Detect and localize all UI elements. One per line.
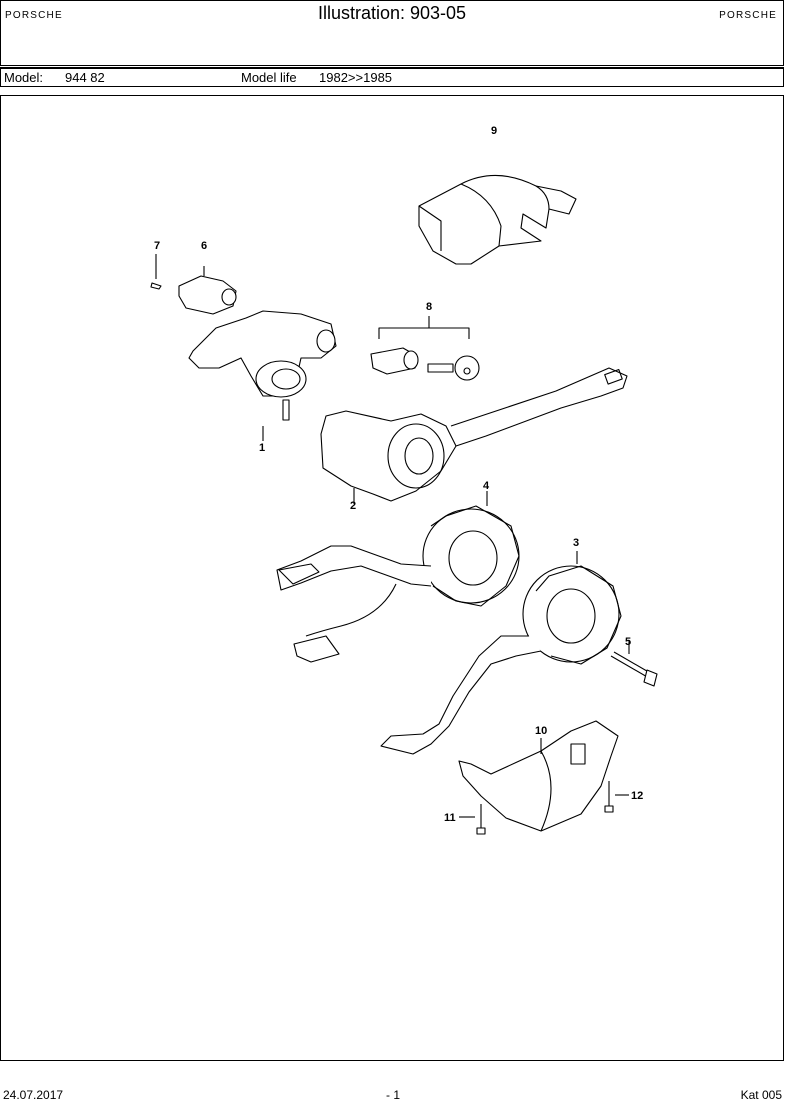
callout-2: 2: [350, 500, 356, 512]
part-12-screw: [604, 781, 629, 813]
footer-catalog: Kat 005: [740, 1088, 782, 1102]
callout-4: 4: [483, 480, 490, 492]
page-title: Illustration: 903-05: [317, 3, 467, 23]
footer-date: 24.07.2017: [3, 1088, 64, 1102]
part-9-upper-cover: [418, 174, 577, 265]
part-11-screw: [459, 804, 486, 835]
part-1-steering-lock: [188, 310, 337, 441]
model-life-value: 1982>>1985: [319, 70, 393, 85]
callout-7: 7: [154, 240, 160, 252]
callout-6: 6: [201, 240, 207, 252]
callout-10: 10: [535, 725, 547, 737]
part-3-headlight-switch: [380, 551, 622, 755]
part-4-turn-signal-switch: [276, 491, 520, 663]
callout-12: 12: [631, 790, 643, 802]
callout-3: 3: [573, 537, 579, 549]
diagram-canvas: 9 7 6 8 1 2 4 3 5 10 11 12: [150, 125, 658, 835]
part-8-lock-cylinder-key: [370, 316, 480, 381]
model-value: 944 82: [65, 70, 105, 85]
callout-11: 11: [444, 812, 456, 824]
part-5-bolt: [610, 641, 658, 687]
part-10-lower-cover: [458, 720, 619, 832]
part-2-wiper-switch: [320, 367, 628, 504]
callout-9: 9: [491, 125, 497, 137]
porsche-logo-right: PORSCHE: [719, 10, 777, 21]
callout-5: 5: [625, 636, 631, 648]
callout-8: 8: [426, 301, 432, 313]
model-life-label: Model life: [241, 70, 297, 85]
exploded-parts-diagram: 9 7 6 8 1 2 4 3 5 10 11 12: [0, 95, 784, 1061]
footer-page-number: - 1: [386, 1088, 401, 1102]
callout-1: 1: [259, 442, 265, 454]
header: PORSCHE Illustration: 903-05 PORSCHE: [0, 0, 784, 66]
model-label: Model:: [4, 70, 44, 85]
model-info-bar: Model: 944 82 Model life 1982>>1985: [0, 67, 784, 87]
porsche-logo-left: PORSCHE: [5, 10, 63, 21]
part-7-screw: [150, 254, 162, 290]
part-6-lock-housing: [178, 266, 237, 315]
